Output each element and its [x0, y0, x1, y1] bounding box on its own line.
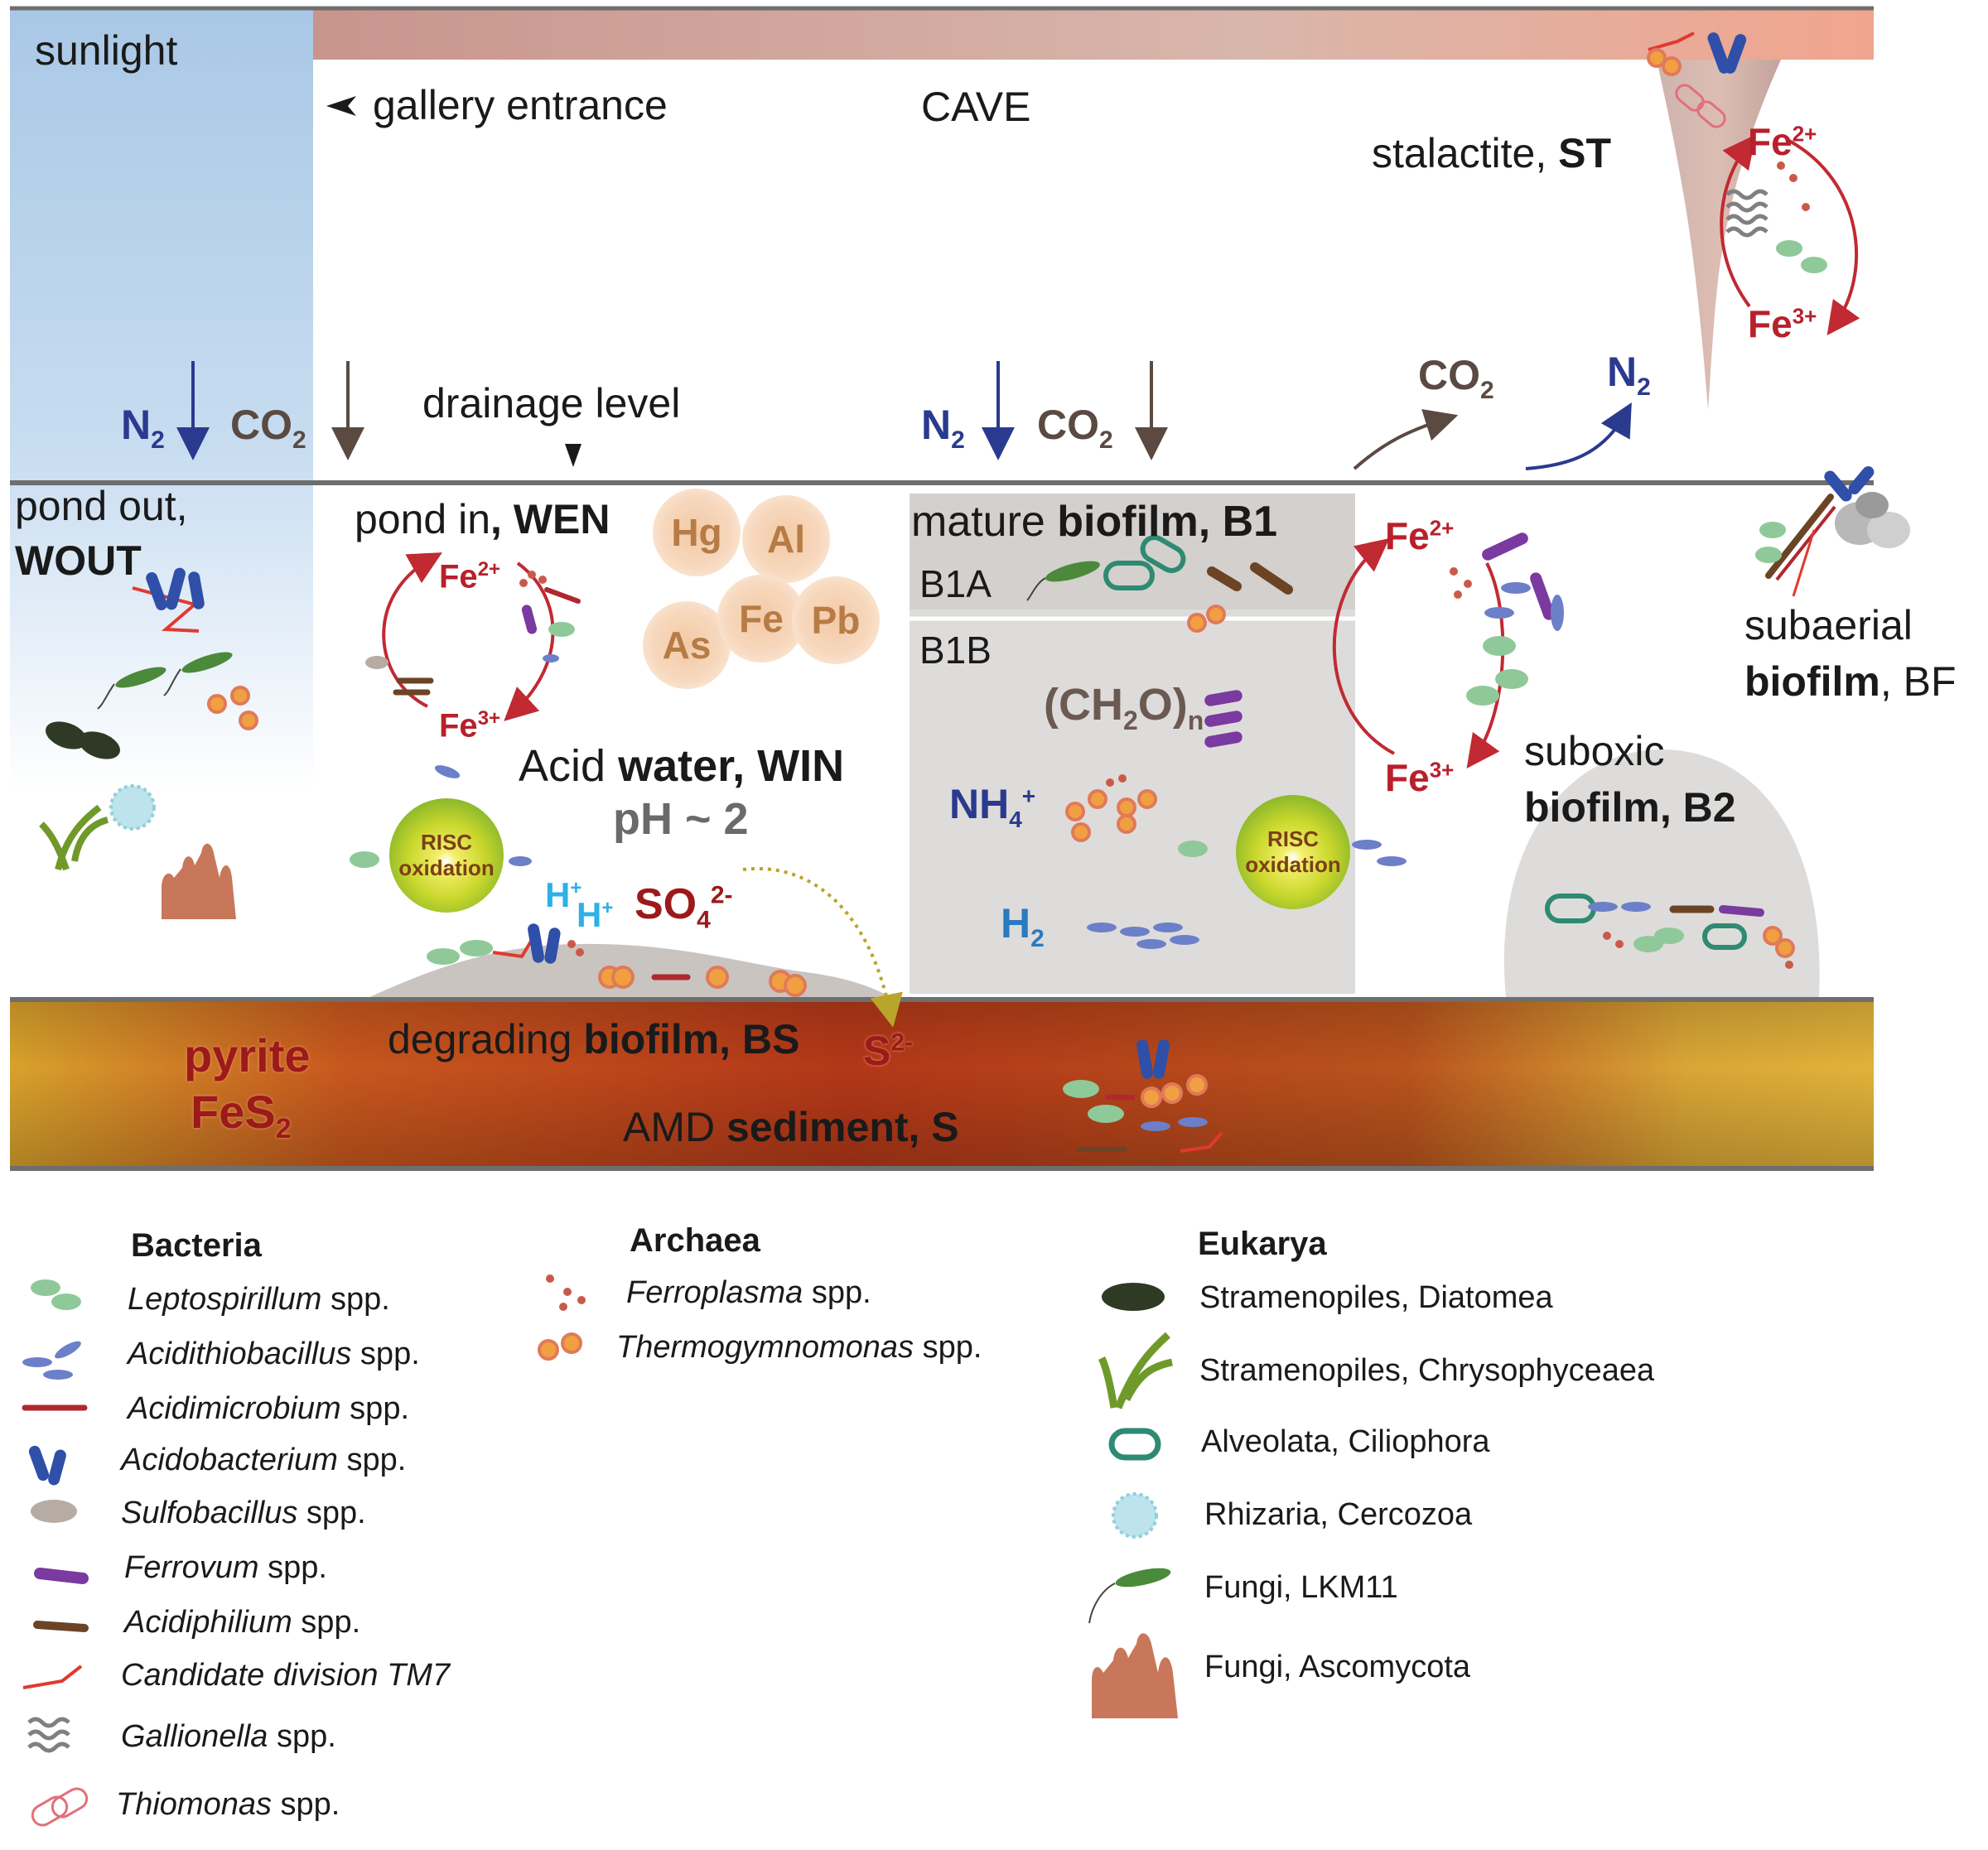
legend-item-thiomonas: Thiomonas spp.	[116, 1787, 340, 1822]
subaerial-code: biofilm, BF	[1744, 658, 1957, 705]
wout-organisms	[39, 567, 258, 919]
pond-out-code: WOUT	[15, 537, 142, 584]
b1-right-organisms	[1450, 532, 1564, 706]
metal-as: As	[643, 601, 731, 689]
stalactite-text: stalactite,	[1372, 130, 1559, 176]
legend-item-lkm11: Fungi, LKM11	[1204, 1570, 1398, 1605]
sunlight-label: sunlight	[35, 27, 178, 74]
legend-item-acidiphilium: Acidiphilium spp.	[124, 1605, 361, 1640]
pond-in-label: pond in, WEN	[355, 496, 610, 542]
fe2-pond: Fe2+	[439, 558, 501, 595]
fe3-b1: Fe3+	[1385, 756, 1455, 799]
subaerial-label: subaerial	[1744, 602, 1913, 648]
co2-right: CO2	[1418, 352, 1494, 404]
metal-al: Al	[742, 495, 830, 583]
metal-fe: Fe	[717, 575, 805, 662]
sulfate-label: SO42-	[635, 880, 733, 934]
pyrite-label: pyrite	[184, 1029, 311, 1082]
suboxic-code: biofilm, B2	[1524, 784, 1736, 831]
legend-icons	[22, 1274, 1178, 1827]
degrading-biofilm-label: degrading biofilm, BS	[388, 1016, 800, 1062]
acid-water-label: Acid water, WIN	[519, 741, 845, 791]
cave-label: CAVE	[921, 84, 1031, 130]
fe3-st: Fe3+	[1748, 302, 1817, 345]
legend-item-diatomea: Stramenopiles, Diatomea	[1199, 1280, 1553, 1315]
legend-bacteria-title: Bacteria	[131, 1227, 262, 1264]
b1a-organisms	[1026, 535, 1293, 633]
pond-out-label: pond out,	[15, 483, 188, 529]
sulfide-label: S2-	[863, 1028, 914, 1074]
metal-pb: Pb	[792, 576, 880, 664]
legend-archaea-title: Archaea	[630, 1222, 760, 1259]
fe3-pond: Fe3+	[439, 707, 501, 744]
legend-item-acidobacterium: Acidobacterium spp.	[121, 1443, 407, 1477]
legend-item-ciliophora: Alveolata, Ciliophora	[1201, 1424, 1490, 1459]
legend-item-tm7: Candidate division TM7	[121, 1658, 451, 1693]
cave-ceiling	[313, 10, 1874, 60]
n2-right: N2	[1607, 349, 1651, 401]
fe2-b1: Fe2+	[1385, 514, 1455, 557]
organic-matter-label: (CH2O)n	[1044, 680, 1204, 735]
ammonium-label: NH4+	[949, 781, 1036, 832]
metal-hg: Hg	[653, 489, 741, 576]
co2-mid: CO2	[1037, 402, 1113, 454]
wen-organisms	[350, 571, 581, 868]
sediment-organisms	[1063, 1039, 1223, 1153]
drainage-level-label: drainage level	[422, 380, 681, 426]
ph-label: pH ~ 2	[613, 794, 749, 844]
mature-biofilm-label: mature biofilm, B1	[911, 498, 1278, 546]
pyrite-formula: FeS2	[191, 1086, 292, 1145]
amd-sediment-label: AMD sediment, S	[623, 1104, 959, 1150]
b2-organisms	[1545, 894, 1795, 969]
stalactite-label: stalactite, ST	[1372, 132, 1611, 174]
legend-item-sulfobacillus: Sulfobacillus spp.	[121, 1496, 366, 1530]
suboxic-label: suboxic	[1524, 728, 1665, 774]
legend-item-chrysophyceaea: Stramenopiles, Chrysophyceaea	[1199, 1353, 1655, 1388]
legend-item-ascomycota: Fungi, Ascomycota	[1204, 1650, 1471, 1684]
proton-2: H+	[577, 895, 614, 934]
sunlight-area	[10, 10, 313, 793]
stalactite-code: ST	[1558, 130, 1612, 176]
legend-eukarya-title: Eukarya	[1198, 1226, 1327, 1262]
suboxic-dome	[1503, 749, 1820, 998]
co2-left: CO2	[230, 402, 306, 454]
legend-item-leptospirillum: Leptospirillum spp.	[128, 1282, 390, 1317]
gallery-entrance-label: gallery entrance	[373, 82, 668, 128]
legend-item-thermogymnomonas: Thermogymnomonas spp.	[616, 1330, 982, 1365]
hydrogen-label: H2	[1001, 900, 1045, 952]
b1b-label: B1B	[919, 629, 992, 672]
legend-item-ferroplasma: Ferroplasma spp.	[626, 1275, 871, 1310]
legend-item-cercozoa: Rhizaria, Cercozoa	[1204, 1497, 1473, 1532]
n2-left: N2	[121, 402, 165, 454]
stalactite-shape	[1657, 60, 1781, 410]
fe2-st: Fe2+	[1748, 120, 1817, 163]
proton-1: H+	[545, 875, 582, 914]
legend-item-acidimicrobium: Acidimicrobium spp.	[128, 1391, 410, 1426]
legend-item-gallionella: Gallionella spp.	[121, 1719, 336, 1754]
n2-mid: N2	[921, 402, 965, 454]
bs-organisms	[427, 923, 807, 997]
b1a-label: B1A	[919, 562, 992, 605]
st-organisms	[1647, 31, 1827, 273]
bf-organisms	[1755, 466, 1910, 597]
legend-item-ferrovum: Ferrovum spp.	[124, 1550, 327, 1585]
legend-item-acidithiobacillus: Acidithiobacillus spp.	[128, 1337, 420, 1371]
b1b-organisms	[1065, 690, 1407, 949]
